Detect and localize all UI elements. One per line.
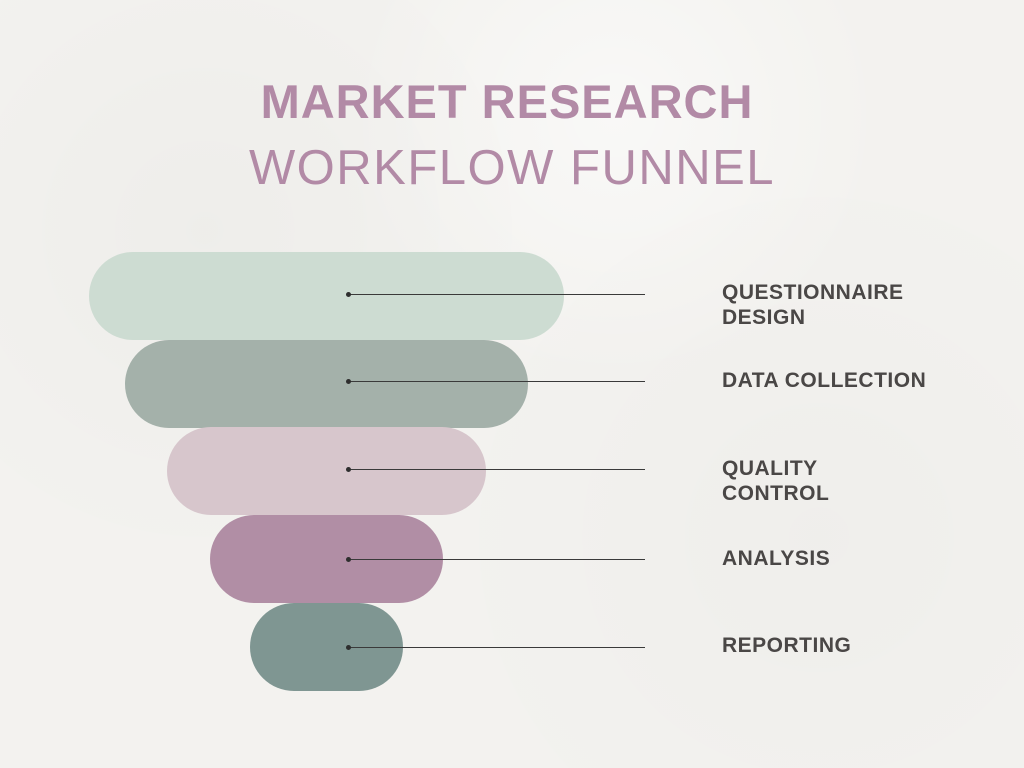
leader-line-reporting bbox=[349, 647, 645, 648]
leader-dot-reporting bbox=[346, 645, 351, 650]
stage-label-reporting: REPORTING bbox=[722, 634, 852, 657]
leader-dot-data-collection bbox=[346, 379, 351, 384]
title-line-1: MARKET RESEARCH bbox=[260, 75, 754, 128]
leader-dot-analysis bbox=[346, 557, 351, 562]
funnel-stage-questionnaire-design bbox=[89, 252, 564, 340]
funnel-stage-quality-control bbox=[167, 427, 486, 515]
leader-dot-questionnaire-design bbox=[346, 292, 351, 297]
stage-label-questionnaire-design: QUESTIONNAIRE DESIGN bbox=[722, 281, 904, 329]
leader-line-questionnaire-design bbox=[349, 294, 645, 295]
leader-line-analysis bbox=[349, 559, 645, 560]
stage-label-data-collection: DATA COLLECTION bbox=[722, 369, 927, 392]
leader-dot-quality-control bbox=[346, 467, 351, 472]
leader-line-data-collection bbox=[349, 381, 645, 382]
title-line-2: WORKFLOW FUNNEL bbox=[248, 141, 776, 195]
leader-line-quality-control bbox=[349, 469, 645, 470]
stage-label-analysis: ANALYSIS bbox=[722, 547, 831, 570]
stage-label-quality-control: QUALITY CONTROL bbox=[722, 457, 830, 505]
funnel-stage-data-collection bbox=[125, 340, 528, 428]
